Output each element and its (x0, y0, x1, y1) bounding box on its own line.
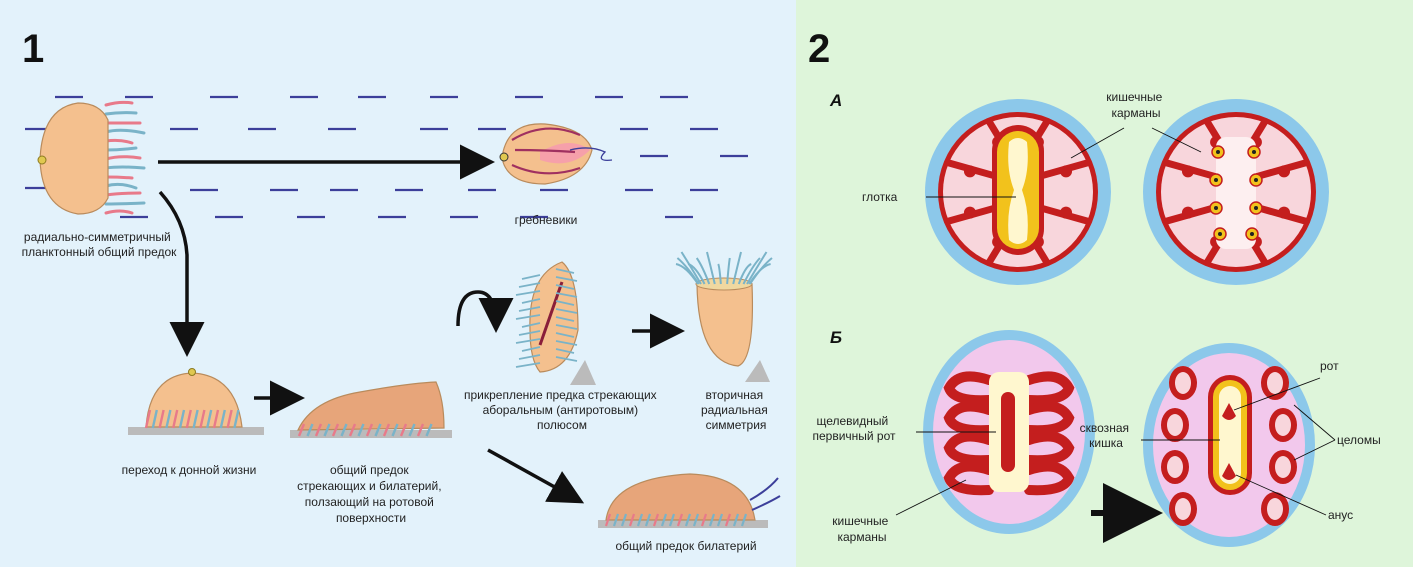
section-b-label: Б (830, 328, 842, 347)
label-gut-pockets-b: кишечные карманы (832, 514, 891, 544)
label-mouth: рот (1320, 359, 1339, 373)
panel-gut-sections: 2 А Б (796, 0, 1413, 567)
benthic-transition-drawing (128, 369, 264, 436)
section-a-pharynx-diagram (925, 99, 1111, 285)
panel1-svg: 1 (0, 0, 796, 567)
panel-evolution-scenario: 1 (0, 0, 796, 567)
secondary-radial-drawing (676, 252, 772, 382)
section-b-through-gut-diagram (1143, 343, 1315, 547)
label-gut-pockets-a: кишечные карманы (1106, 90, 1165, 120)
planktonic-ancestor-drawing (38, 102, 144, 214)
ctenophore-drawing (500, 124, 612, 184)
label-bilateria-ancestor: общий предок билатерий (615, 539, 756, 553)
attached-ancestor-drawing (516, 262, 596, 385)
panel2-number: 2 (808, 27, 830, 71)
label-benthic-transition: переход к донной жизни (122, 463, 257, 477)
label-coeloms: целомы (1337, 433, 1381, 447)
bilateria-ancestor-drawing (598, 474, 780, 528)
panel2-svg: 2 А Б (796, 0, 1413, 567)
common-ancestor-drawing (290, 382, 452, 438)
panel1-number: 1 (22, 27, 44, 71)
label-attachment: прикрепление предка стрекающих аборальны… (464, 388, 660, 432)
section-a-lower-diagram (1143, 99, 1329, 285)
label-common-ancestor: общий предок стрекающих и билатерий, пол… (297, 463, 445, 525)
label-ctenophores: гребневики (515, 213, 578, 227)
arrow-down-to-benthic (160, 192, 187, 350)
label-anus: анус (1328, 508, 1353, 522)
label-pharynx: глотка (862, 190, 898, 204)
label-secondary-radial: вторичная радиальная симметрия (701, 388, 771, 432)
flip-curved-arrow (458, 292, 496, 326)
label-ancestor: радиально-симметричный планктонный общий… (22, 230, 178, 259)
arrow-to-bilateria (488, 450, 578, 500)
label-slit-mouth: щелевидный первичный рот (812, 414, 896, 443)
section-a-label: А (829, 91, 842, 110)
